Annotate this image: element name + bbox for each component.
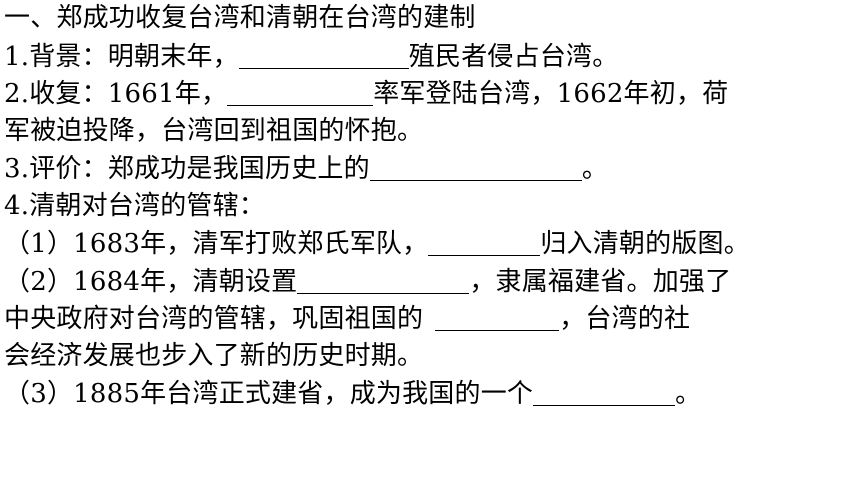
blank-consolidation[interactable] (435, 300, 560, 331)
item-evaluation: 3.评价：郑成功是我国历史上的 。 (4, 150, 860, 188)
section-heading: 一、郑成功收复台湾和清朝在台湾的建制 (4, 3, 476, 33)
blank-colonizers[interactable] (238, 38, 409, 69)
blank-territory[interactable] (428, 225, 541, 256)
sub-item-1885: （3）1885年台湾正式建省，成为我国的一个 。 (4, 375, 860, 413)
sub-item-1684-line2-text-end: ，台湾的社 (559, 304, 691, 334)
item-background-text: 1.背景：明朝末年， (4, 41, 239, 72)
sub-item-1684-text: （2）1684年，清朝设置 (4, 266, 298, 297)
sub-item-1684-text-end: ，隶属福建省。加强了 (469, 266, 732, 297)
item-recovery: 2.收复：1661年， 率军登陆台湾，1662年初，荷 (4, 75, 860, 113)
blank-evaluation[interactable] (369, 150, 582, 181)
sub-item-1885-text: （3）1885年台湾正式建省，成为我国的一个 (4, 379, 534, 409)
item-background: 1.背景：明朝末年， 殖民者侵占台湾。 (4, 38, 860, 76)
sub-item-1683-text-end: 归入清朝的版图。 (540, 229, 750, 259)
item-evaluation-text-end: 。 (581, 154, 609, 184)
item-qing-governance-title: 4.清朝对台湾的管辖： (4, 190, 266, 221)
sub-item-1684-line3: 会经济发展也步入了新的历史时期。 (4, 340, 424, 371)
sub-item-1683-text: （1）1683年，清军打败郑氏军队， (4, 229, 429, 259)
item-recovery-continued: 军被迫投降，台湾回到祖国的怀抱。 (4, 115, 424, 146)
blank-administrative-office[interactable] (297, 263, 470, 294)
item-evaluation-text: 3.评价：郑成功是我国历史上的 (4, 154, 370, 184)
sub-item-1684-line2-text: 中央政府对台湾的管辖，巩固祖国的 (4, 304, 424, 334)
blank-province[interactable] (533, 375, 676, 406)
sub-item-1684-line2: 中央政府对台湾的管辖，巩固祖国的 ，台湾的社 (4, 300, 860, 338)
item-recovery-text: 2.收复：1661年， (4, 79, 228, 109)
worksheet-page: 一、郑成功收复台湾和清朝在台湾的建制 1.背景：明朝末年， 殖民者侵占台湾。 2.… (4, 0, 860, 413)
sub-item-1683: （1）1683年，清军打败郑氏军队， 归入清朝的版图。 (4, 225, 860, 263)
blank-leader[interactable] (227, 75, 374, 106)
item-background-text-end: 殖民者侵占台湾。 (408, 41, 619, 72)
item-recovery-text-end: 率军登陆台湾，1662年初，荷 (373, 79, 729, 109)
sub-item-1885-text-end: 。 (675, 379, 702, 409)
sub-item-1684: （2）1684年，清朝设置 ，隶属福建省。加强了 (4, 263, 860, 301)
